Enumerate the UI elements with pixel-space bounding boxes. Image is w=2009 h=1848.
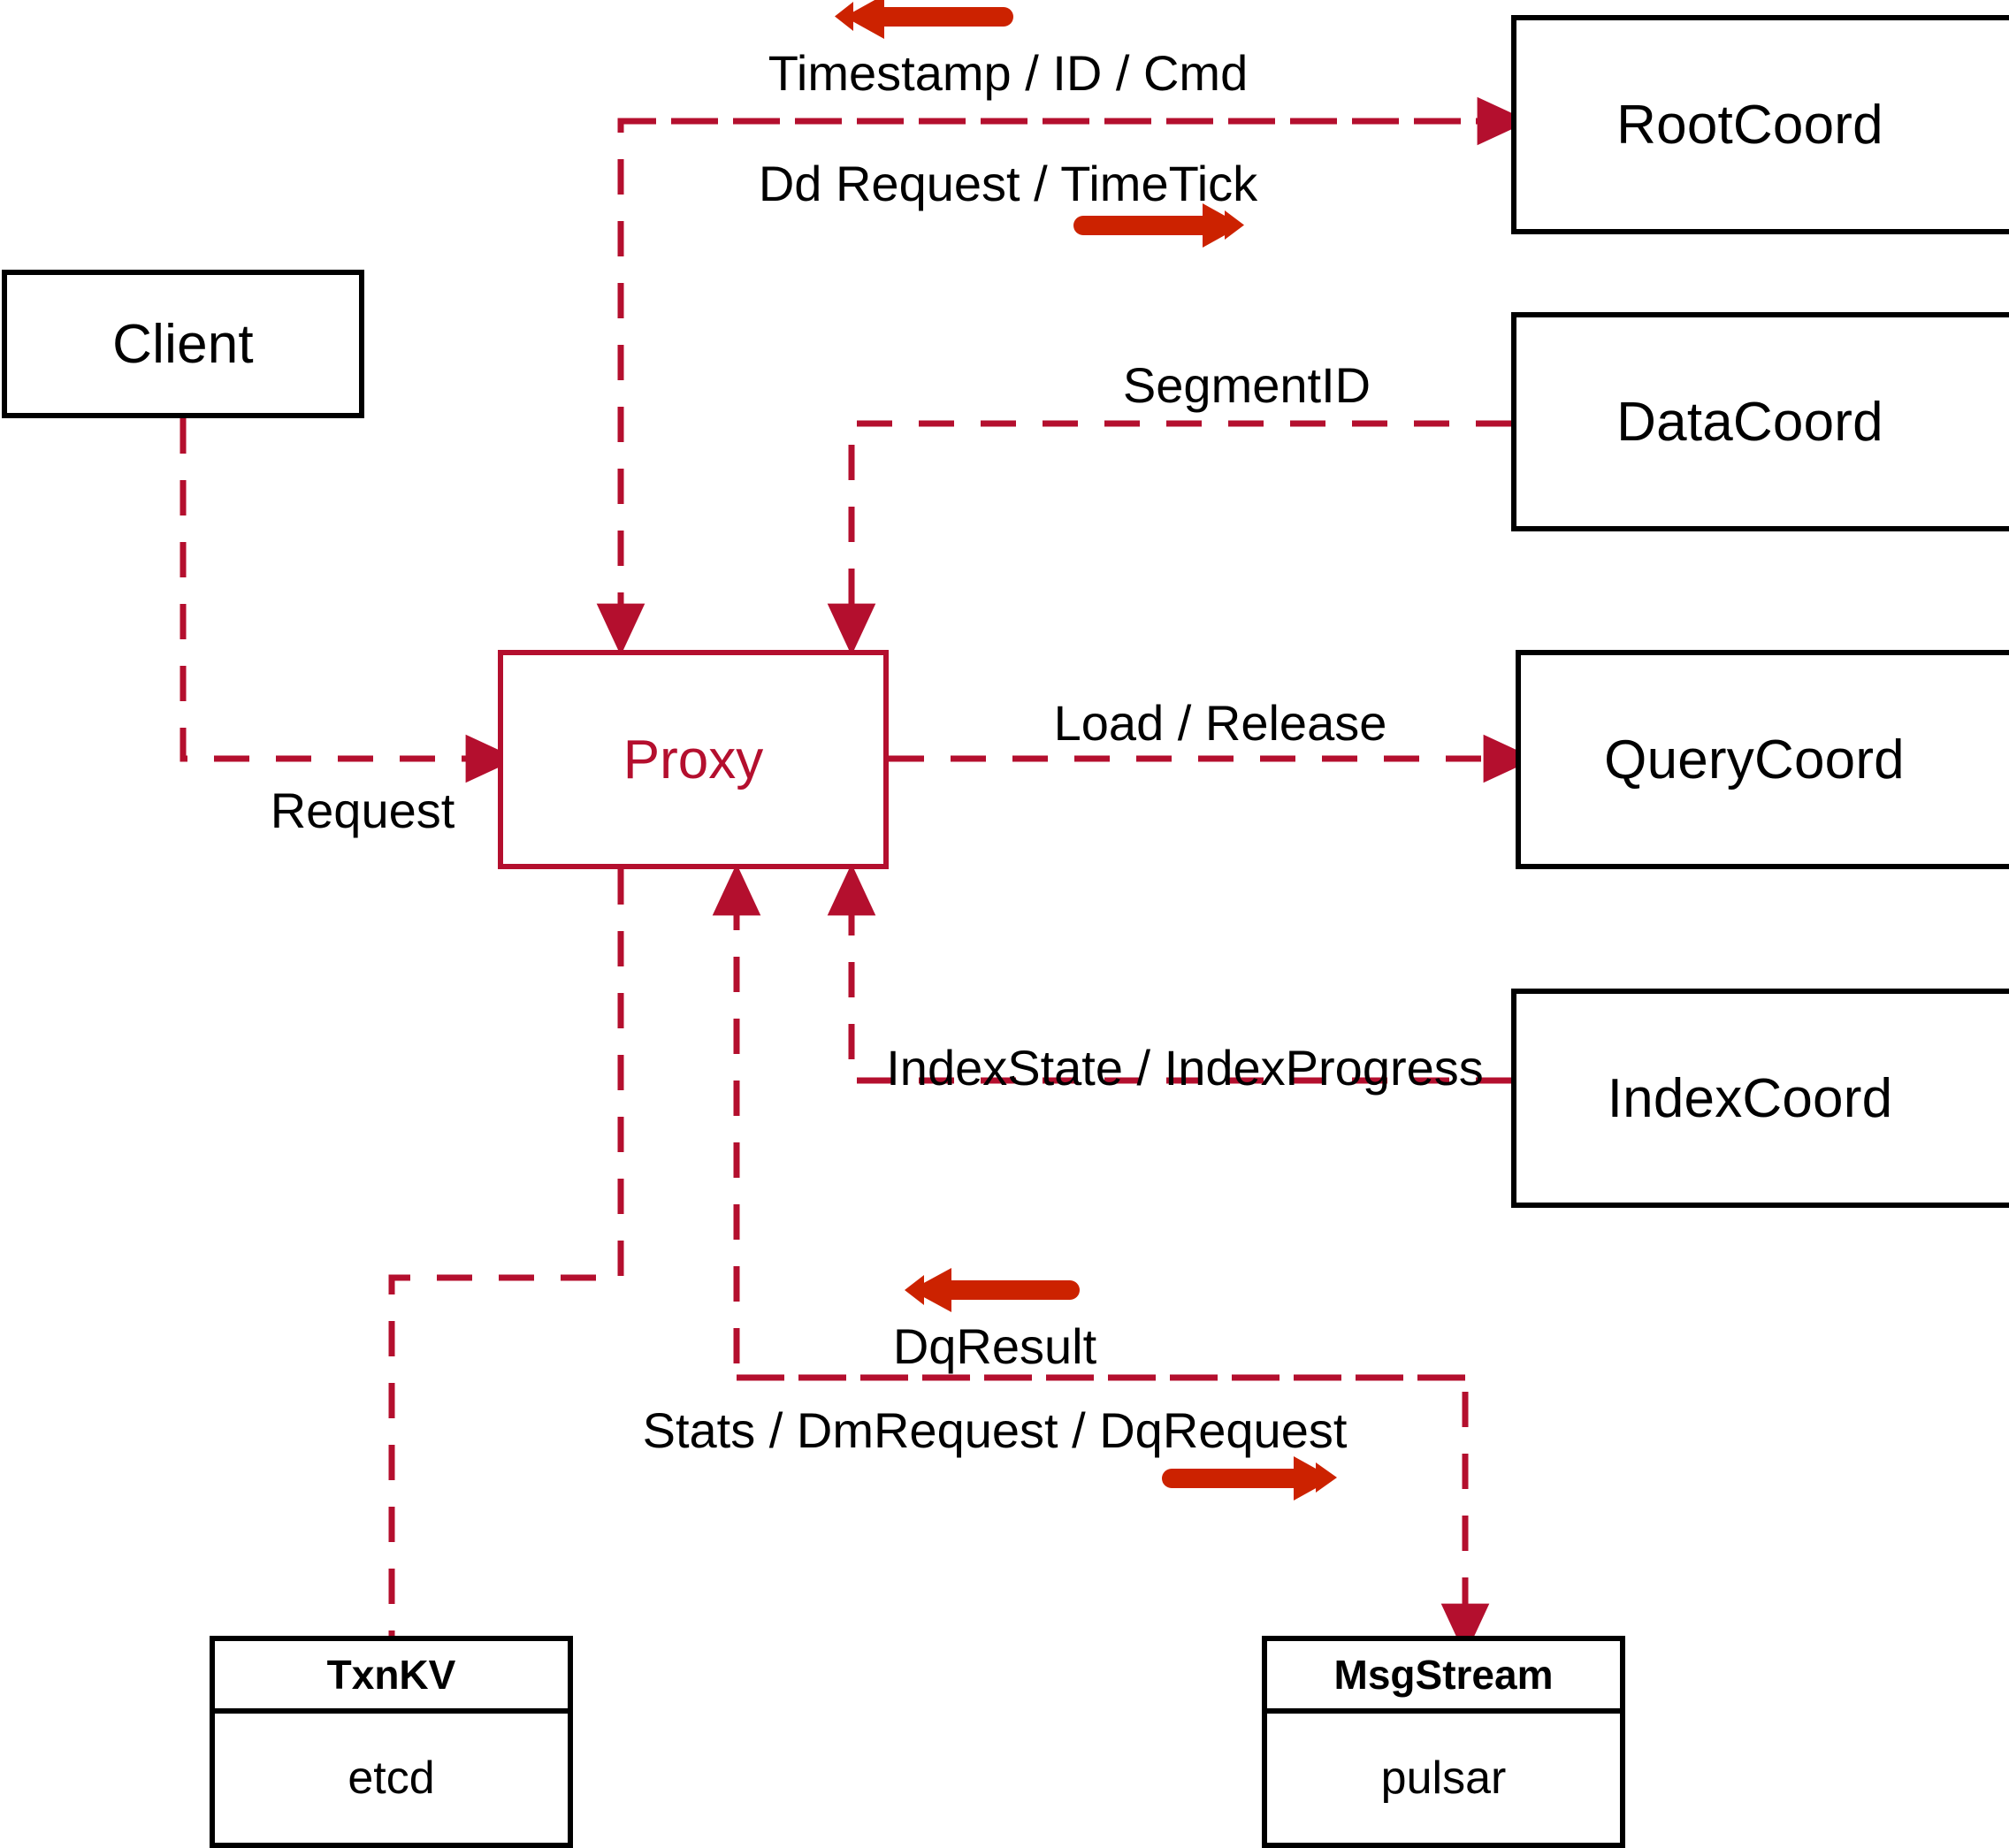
edge-label-index-state-progress: IndexState / IndexProgress <box>886 1040 1484 1096</box>
node-querycoord[interactable]: QueryCoord <box>1516 650 2009 869</box>
edge-label-dd-request-timetick: Dd Request / TimeTick <box>758 156 1258 211</box>
edge-proxy-to-txnkv <box>388 869 624 1636</box>
node-datacoord[interactable]: DataCoord <box>1511 312 2009 531</box>
edge-label-load-release: Load / Release <box>1053 695 1387 751</box>
node-proxy-label: Proxy <box>623 729 764 790</box>
node-txnkv[interactable]: TxnKV etcd <box>210 1636 573 1848</box>
edge-label-timestamp-id-cmd: Timestamp / ID / Cmd <box>768 45 1249 101</box>
node-msgstream-header: MsgStream <box>1267 1641 1620 1714</box>
emphasis-head-1 <box>844 0 884 39</box>
edge-proxy-to-msgstream <box>737 1374 1490 1656</box>
node-msgstream-body: pulsar <box>1380 1753 1507 1804</box>
node-msgstream[interactable]: MsgStream pulsar <box>1262 1636 1625 1848</box>
node-client[interactable]: Client <box>2 270 364 418</box>
node-indexcoord-label: IndexCoord <box>1607 1067 1893 1129</box>
edge-client-to-proxy <box>180 418 518 783</box>
edge-msgstream-to-proxy <box>712 863 1465 1381</box>
node-rootcoord[interactable]: RootCoord <box>1511 15 2009 234</box>
node-querycoord-label: QueryCoord <box>1604 729 1905 790</box>
edge-label-request: Request <box>270 783 455 838</box>
node-datacoord-label: DataCoord <box>1616 391 1883 453</box>
edge-label-dq-result: DqResult <box>892 1318 1097 1374</box>
edge-datacoord-to-proxy <box>827 420 1511 656</box>
node-txnkv-body: etcd <box>348 1753 435 1804</box>
node-txnkv-header: TxnKV <box>215 1641 568 1714</box>
emphasis-head-4 <box>1294 1456 1333 1501</box>
node-client-label: Client <box>112 313 254 375</box>
edge-indexcoord-to-proxy <box>827 863 1511 1084</box>
emphasis-head-2 <box>1203 203 1242 248</box>
node-rootcoord-label: RootCoord <box>1616 94 1883 156</box>
emphasis-head-3 <box>911 1268 951 1312</box>
node-indexcoord[interactable]: IndexCoord <box>1511 989 2009 1208</box>
edge-label-segment-id: SegmentID <box>1122 357 1371 413</box>
edge-label-stats-dm-dq-request: Stats / DmRequest / DqRequest <box>642 1402 1348 1458</box>
node-proxy[interactable]: Proxy <box>498 650 889 869</box>
